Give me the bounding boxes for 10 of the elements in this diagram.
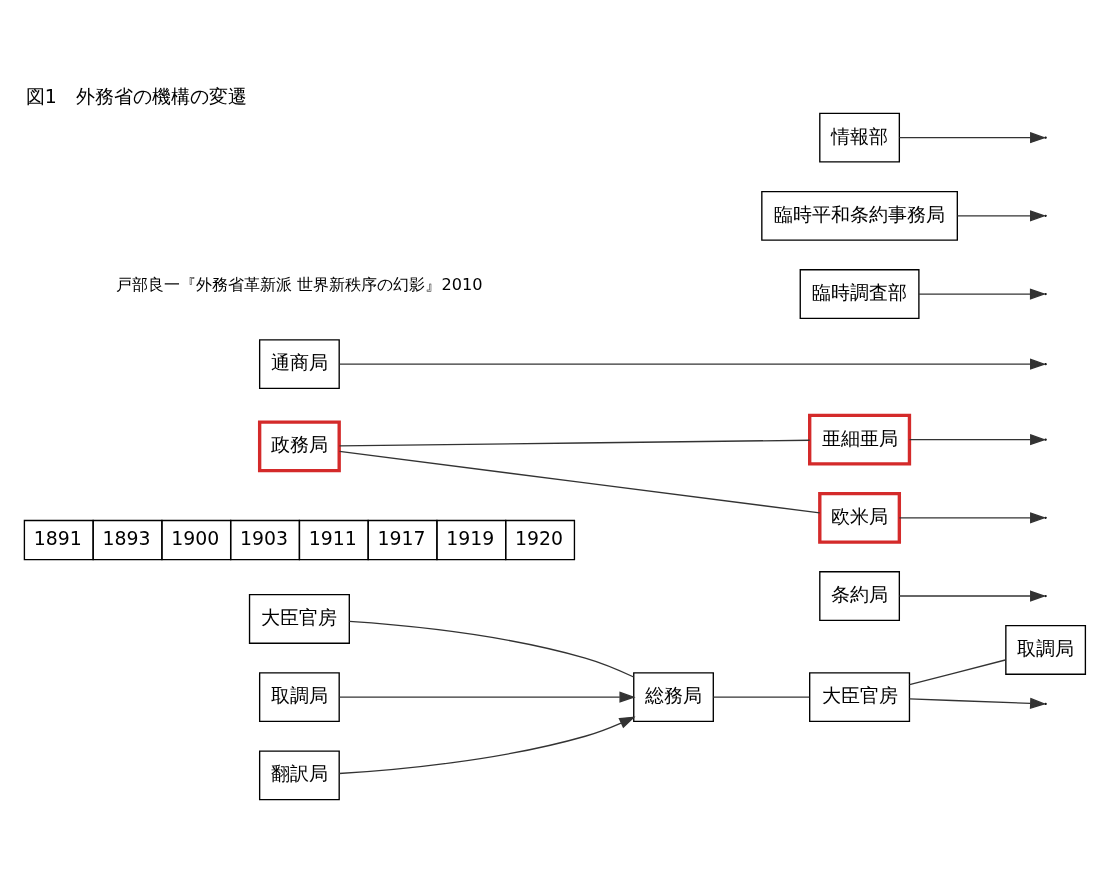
label: 1891 <box>33 527 82 550</box>
label: 1893 <box>102 527 151 550</box>
label: 1903 <box>240 527 289 550</box>
diagram-title: 図1 外務省の機構の変遷 <box>25 84 247 107</box>
label: 1920 <box>515 527 564 550</box>
label: 1911 <box>308 527 357 550</box>
label: 1900 <box>171 527 220 550</box>
caption: 戸部良一『外務省革新派 世界新秩序の幻影』2010 <box>116 275 483 295</box>
label: 1919 <box>446 527 495 550</box>
label: 1917 <box>377 527 426 550</box>
